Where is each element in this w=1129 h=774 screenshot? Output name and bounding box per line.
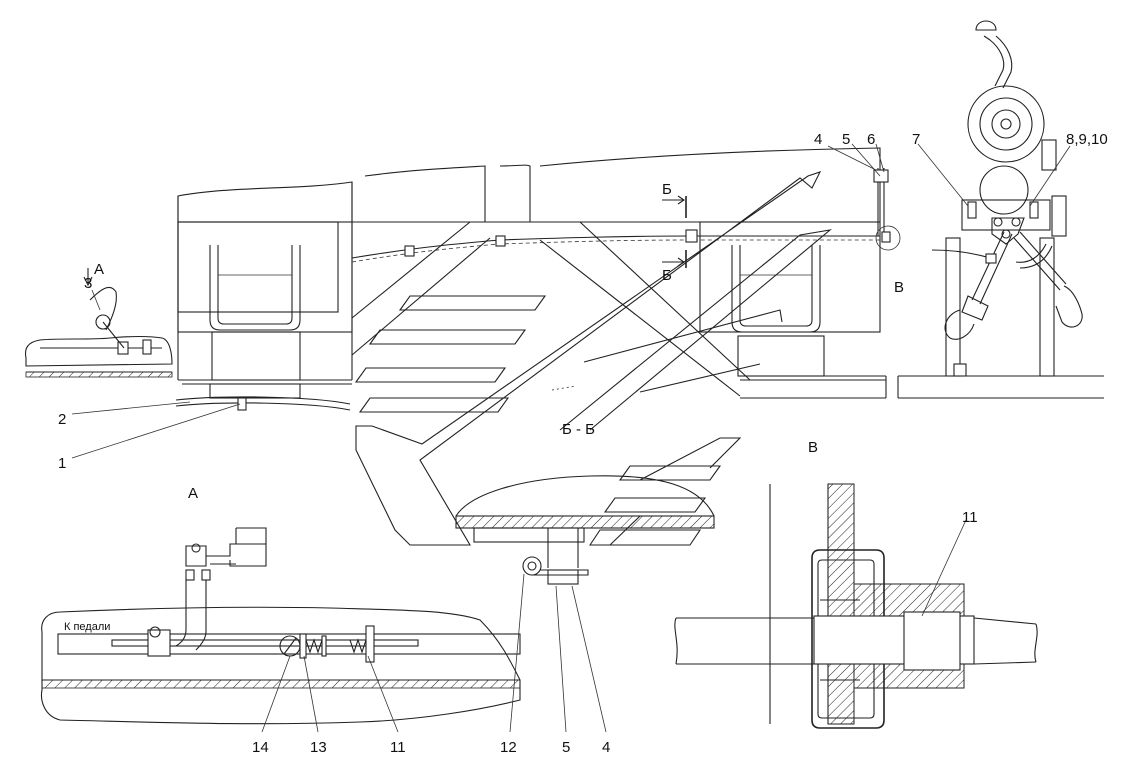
view-a-title: A <box>188 485 198 502</box>
callout-11-v: 11 <box>962 509 978 526</box>
section-bb-top-mark: Б <box>662 181 672 198</box>
view-v-marker: В <box>894 279 904 296</box>
callout-6: 6 <box>867 131 875 148</box>
callout-5-bottom: 5 <box>562 739 570 756</box>
callout-4-top: 4 <box>814 131 822 148</box>
labels: 1 2 3 4 5 6 7 8,9,10 11 14 13 11 12 5 4 … <box>58 131 1108 756</box>
cab-decal-shapes <box>354 171 832 546</box>
callout-13: 13 <box>310 739 327 756</box>
view-a-arrow-label: A <box>94 261 104 278</box>
section-bb-title: Б - Б <box>562 421 595 438</box>
section-bb <box>455 475 715 585</box>
callout-7: 7 <box>912 131 920 148</box>
main-side-view <box>177 147 901 399</box>
floor-plate <box>175 396 351 411</box>
callout-1: 1 <box>58 455 66 472</box>
to-pedal-note: К педали <box>64 621 110 633</box>
view-v-title: В <box>808 439 818 456</box>
right-end-view <box>897 20 1104 399</box>
callout-8-9-10: 8,9,10 <box>1066 131 1108 148</box>
detail-v <box>674 483 1038 729</box>
callout-2: 2 <box>58 411 66 428</box>
callout-11-a: 11 <box>390 739 406 756</box>
callout-14: 14 <box>252 739 269 756</box>
detail-a <box>40 527 521 725</box>
leader-lines <box>71 143 1071 733</box>
pedal-sketch <box>24 268 173 378</box>
callout-4-bottom: 4 <box>602 739 610 756</box>
callout-5-top: 5 <box>842 131 850 148</box>
section-bb-bottom-mark: Б <box>662 267 672 284</box>
callout-3: 3 <box>84 275 92 292</box>
callout-12: 12 <box>500 739 517 756</box>
